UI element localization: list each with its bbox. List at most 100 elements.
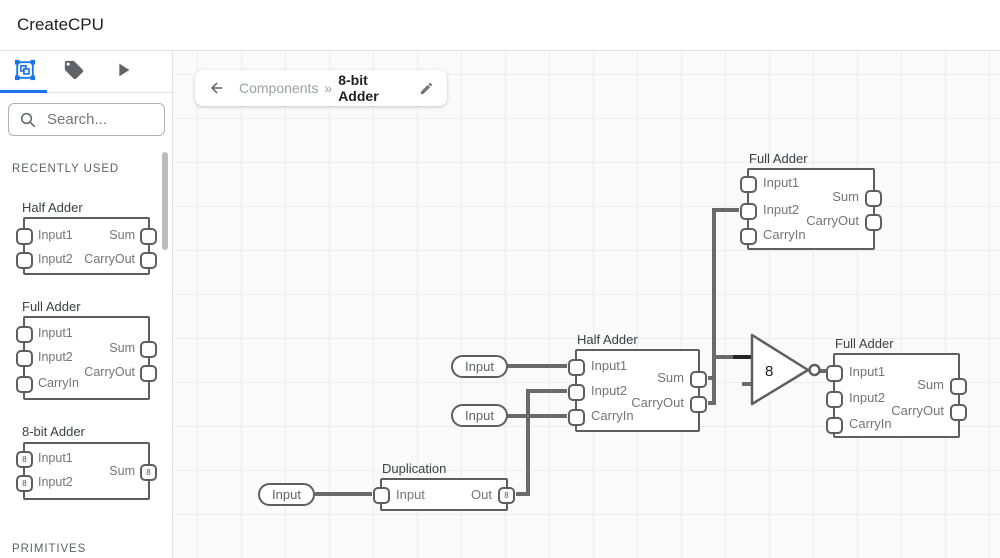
wire[interactable] — [507, 414, 567, 418]
wire[interactable] — [526, 389, 530, 496]
node-duplication[interactable]: 8 Input Out — [373, 478, 515, 511]
port-carryin[interactable] — [568, 409, 585, 426]
wire[interactable] — [712, 208, 716, 405]
port-sum[interactable] — [690, 371, 707, 388]
section-primitives: PRIMITIVES — [12, 543, 87, 555]
port-input2 — [16, 252, 33, 269]
tab-components[interactable] — [12, 58, 38, 84]
port-carryout[interactable] — [690, 396, 707, 413]
node-title: Full Adder — [835, 336, 894, 351]
node-full-adder-top[interactable]: Input1 Input2 CarryIn Sum CarryOut — [740, 168, 882, 250]
port-carryin[interactable] — [740, 228, 757, 245]
port-input2[interactable] — [568, 384, 585, 401]
input-pin[interactable]: Input — [451, 404, 508, 427]
port-label: Input — [396, 487, 425, 502]
app-title: CreateCPU — [17, 15, 104, 34]
search-box — [8, 103, 165, 136]
port-label: Sum — [832, 189, 859, 204]
breadcrumb-current: 8-bit Adder — [338, 72, 379, 104]
node-title: Full Adder — [749, 151, 808, 166]
port-input1 — [16, 326, 33, 343]
search-icon — [20, 112, 36, 127]
node-title: Duplication — [382, 461, 447, 476]
app-header: CreateCPU — [0, 0, 1000, 51]
not-gate-8bit[interactable]: 8 — [744, 331, 828, 411]
sidebar-scrollbar[interactable] — [162, 152, 168, 250]
port-label: Sum — [109, 464, 135, 478]
port-out-bus[interactable]: 8 — [498, 487, 515, 504]
library-item-8bit-adder[interactable]: 8 8 8 Input1 Input2 Sum — [16, 442, 157, 500]
sidebar-tabbar — [0, 51, 172, 93]
wire[interactable] — [315, 492, 372, 496]
input-pin-label: Input — [272, 487, 301, 502]
port-label: CarryOut — [84, 365, 135, 379]
library-item-title: 8-bit Adder — [22, 424, 85, 439]
port-sum — [140, 228, 157, 245]
port-label: CarryIn — [591, 408, 634, 423]
breadcrumb: Components » 8-bit Adder — [195, 70, 447, 106]
port-label: Input2 — [849, 390, 886, 405]
input-pin[interactable]: Input — [451, 355, 508, 378]
library-item-half-adder[interactable]: Input1 Input2 Sum CarryOut — [16, 217, 157, 275]
wire[interactable] — [516, 492, 530, 496]
play-icon — [112, 59, 134, 84]
port-label: Input2 — [38, 475, 73, 489]
library-item-title: Full Adder — [22, 299, 81, 314]
port-sum[interactable] — [950, 378, 967, 395]
circuit-canvas[interactable]: Input Input Input Full Adder Input1 Inpu… — [173, 51, 1000, 558]
tag-icon — [63, 59, 85, 84]
search-input[interactable] — [45, 110, 159, 129]
port-label: Out — [471, 487, 492, 502]
port-carryout — [140, 252, 157, 269]
port-carryout[interactable] — [865, 214, 882, 231]
port-input1[interactable] — [740, 176, 757, 193]
rename-button[interactable] — [419, 81, 434, 96]
port-label: Input2 — [38, 252, 73, 266]
port-input2 — [16, 350, 33, 367]
port-sum[interactable] — [865, 190, 882, 207]
back-button[interactable] — [208, 79, 226, 97]
port-carryin[interactable] — [826, 417, 843, 434]
port-label: Sum — [917, 377, 944, 392]
pencil-icon — [420, 82, 433, 94]
wire-stub — [742, 382, 753, 386]
port-carryout[interactable] — [950, 404, 967, 421]
port-input1[interactable] — [826, 365, 843, 382]
port-input[interactable] — [373, 487, 390, 504]
port-label: CarryOut — [84, 252, 135, 266]
port-input1 — [16, 228, 33, 245]
library-item-title: Half Adder — [22, 200, 83, 215]
port-label: Sum — [657, 370, 684, 385]
node-half-adder[interactable]: Input1 Input2 CarryIn Sum CarryOut — [568, 349, 707, 432]
port-sum — [140, 341, 157, 358]
port-label: Input1 — [849, 364, 886, 379]
port-input2[interactable] — [740, 203, 757, 220]
wire[interactable] — [712, 355, 752, 359]
port-input1[interactable] — [568, 359, 585, 376]
port-label: Input1 — [38, 326, 73, 340]
port-sum-bus: 8 — [140, 464, 157, 481]
port-input2-bus: 8 — [16, 475, 33, 492]
breadcrumb-separator: » — [324, 80, 333, 96]
port-label: Input2 — [763, 202, 800, 217]
wire[interactable] — [526, 389, 567, 393]
active-tab-indicator — [0, 90, 47, 93]
input-pin[interactable]: Input — [258, 483, 315, 506]
wire[interactable] — [507, 364, 567, 368]
component-frame-icon — [14, 59, 36, 84]
port-label: CarryOut — [631, 395, 684, 410]
tab-tags[interactable] — [61, 58, 87, 84]
library-item-full-adder[interactable]: Input1 Input2 CarryIn Sum CarryOut — [16, 316, 157, 400]
port-label: Sum — [109, 341, 135, 355]
arrow-left-icon — [211, 82, 223, 94]
node-full-adder-right[interactable]: Input1 Input2 CarryIn Sum CarryOut — [826, 353, 967, 438]
port-label: Input1 — [38, 228, 73, 242]
wire[interactable] — [819, 369, 826, 373]
breadcrumb-parent[interactable]: Components — [239, 80, 319, 96]
wire-highlight[interactable] — [733, 355, 752, 359]
tab-run[interactable] — [110, 58, 136, 84]
port-label: Input1 — [591, 358, 628, 373]
port-input2[interactable] — [826, 391, 843, 408]
port-label: CarryOut — [891, 403, 944, 418]
wire[interactable] — [712, 208, 739, 212]
